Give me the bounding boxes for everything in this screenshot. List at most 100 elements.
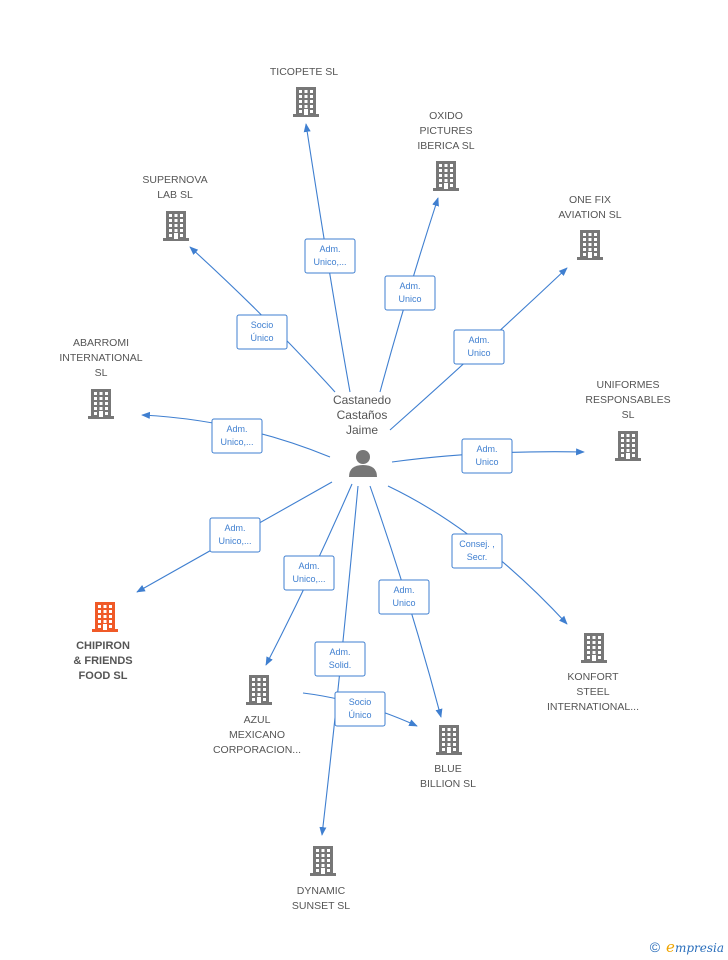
building-icon[interactable] — [310, 846, 336, 876]
company-node-dynamic[interactable]: DYNAMIC SUNSET SL — [292, 846, 350, 912]
company-name-line[interactable]: PICTURES — [419, 125, 472, 137]
building-icon[interactable] — [433, 161, 459, 191]
company-node-konfort[interactable]: KONFORT STEEL INTERNATIONAL... — [547, 633, 639, 713]
edge-label-line: Único — [250, 333, 273, 343]
company-node-ticopete[interactable]: TICOPETE SL — [270, 66, 338, 117]
edge-label-line: Unico — [467, 348, 490, 358]
building-icon[interactable] — [163, 211, 189, 241]
person-icon[interactable] — [349, 450, 377, 477]
company-name-line[interactable]: ONE FIX — [569, 194, 611, 206]
company-node-azul[interactable]: AZUL MEXICANO CORPORACION... — [213, 675, 301, 756]
company-name-line[interactable]: SL — [95, 367, 108, 379]
relation-edge-azul[interactable]: Adm.Unico,... — [265, 483, 353, 666]
company-name-line[interactable]: CHIPIRON — [76, 640, 130, 652]
relation-edge-ticopete[interactable]: Adm.Unico,... — [303, 123, 356, 393]
company-name-line[interactable]: SUPERNOVA — [142, 174, 207, 186]
edge-label-line: Adm. — [298, 561, 319, 571]
company-name-line[interactable]: KONFORT — [567, 671, 619, 683]
edge-label-box[interactable] — [283, 555, 335, 591]
company-node-blue[interactable]: BLUE BILLION SL — [420, 725, 476, 790]
company-node-chipiron[interactable]: CHIPIRON & FRIENDS FOOD SL — [73, 602, 133, 682]
company-node-oxido[interactable]: OXIDO PICTURES IBERICA SL — [417, 110, 475, 191]
company-name-line[interactable]: RESPONSABLES — [585, 394, 670, 406]
person-name-line[interactable]: Castanedo — [333, 393, 391, 407]
company-name-line[interactable]: UNIFORMES — [597, 379, 660, 391]
building-icon[interactable] — [88, 389, 114, 419]
relation-edge-konfort[interactable]: Consej. ,Secr. — [387, 485, 568, 625]
company-node-onefix[interactable]: ONE FIX AVIATION SL — [558, 194, 622, 260]
relation-edge-onefix[interactable]: Adm. Unico — [389, 267, 568, 431]
edge-label-line: Adm. — [224, 523, 245, 533]
company-node-supernova[interactable]: SUPERNOVA LAB SL — [142, 174, 208, 241]
edge-label-line: Adm. — [468, 335, 489, 345]
building-icon[interactable] — [615, 431, 641, 461]
edge-label-line: Unico,... — [313, 257, 346, 267]
edge-label-line: Unico,... — [220, 437, 253, 447]
company-name-line[interactable]: SL — [622, 409, 635, 421]
edge-label-box[interactable] — [211, 418, 263, 454]
edge-label-box[interactable] — [453, 329, 505, 365]
edge-label-line: Unico — [475, 457, 498, 467]
building-icon[interactable] — [577, 230, 603, 260]
copyright-symbol: © — [649, 939, 661, 955]
relation-edge-chipiron[interactable]: Adm. Unico,... — [136, 481, 333, 593]
company-name-line[interactable]: INTERNATIONAL — [59, 352, 142, 364]
company-name-line[interactable]: BILLION SL — [420, 778, 476, 790]
company-name-line[interactable]: FOOD SL — [79, 670, 128, 682]
company-name-line[interactable]: MEXICANO — [229, 729, 285, 741]
company-node-abarromi[interactable]: ABARROMI INTERNATIONAL SL — [59, 337, 143, 419]
edge-label-line: Único — [348, 710, 371, 720]
person-name-line[interactable]: Jaime — [346, 423, 378, 437]
edge-label-line: Adm. — [393, 585, 414, 595]
edge-label-box[interactable] — [304, 238, 356, 274]
company-node-uniformes[interactable]: UNIFORMES RESPONSABLES SL — [585, 379, 671, 461]
building-icon[interactable] — [246, 675, 272, 705]
edge-label-line: Adm. — [226, 424, 247, 434]
edge-label-box[interactable] — [314, 641, 366, 677]
company-name-line[interactable]: ABARROMI — [73, 337, 129, 349]
edge-label-line: Unico,... — [218, 536, 251, 546]
company-name-line[interactable]: IBERICA SL — [417, 140, 474, 152]
edge-label-box[interactable] — [384, 275, 436, 311]
edge-label-line: Adm. — [399, 281, 420, 291]
building-icon[interactable] — [581, 633, 607, 663]
edge-label-line: Secr. — [467, 552, 488, 562]
company-name-line[interactable]: TICOPETE SL — [270, 66, 338, 78]
edge-label-box[interactable] — [451, 533, 503, 569]
edge-label-line: Socio — [251, 320, 274, 330]
company-name-line[interactable]: DYNAMIC — [297, 885, 346, 897]
company-name-line[interactable]: STEEL — [576, 686, 609, 698]
edge-label-box[interactable] — [209, 517, 261, 553]
edge-label-line: Unico — [392, 598, 415, 608]
company-name-line[interactable]: LAB SL — [157, 189, 193, 201]
company-name-line[interactable]: & FRIENDS — [73, 655, 132, 667]
relation-edge-uniformes[interactable]: Adm.Unico — [391, 438, 585, 474]
company-name-line[interactable]: SUNSET SL — [292, 900, 350, 912]
building-icon[interactable] — [436, 725, 462, 755]
edge-label-line: Unico — [398, 294, 421, 304]
company-name-line[interactable]: CORPORACION... — [213, 744, 301, 756]
company-name-line[interactable]: BLUE — [434, 763, 461, 775]
company-name-line[interactable]: AVIATION SL — [558, 209, 621, 221]
building-icon[interactable] — [92, 602, 118, 632]
company-name-line[interactable]: OXIDO — [429, 110, 463, 122]
relation-edge-oxido[interactable]: Adm. Unico — [379, 197, 439, 393]
person-name-line[interactable]: Castaños — [337, 408, 388, 422]
relation-edge-dynamic[interactable]: Adm.Solid. — [314, 485, 366, 836]
edge-label-box[interactable] — [378, 579, 430, 615]
edge-label-box[interactable] — [334, 691, 386, 727]
edge-label-box[interactable] — [461, 438, 513, 474]
company-name-line[interactable]: AZUL — [244, 714, 271, 726]
edge-label-line: Adm. — [329, 647, 350, 657]
brand-logo-initial: e — [666, 938, 675, 956]
company-name-line[interactable]: INTERNATIONAL... — [547, 701, 639, 713]
brand-logo-text: mpresia — [674, 941, 724, 955]
edge-label-box[interactable] — [236, 314, 288, 350]
footer-credit: © empresia — [650, 938, 724, 956]
building-icon[interactable] — [293, 87, 319, 117]
relation-edge-abarromi[interactable]: Adm. Unico,... — [141, 411, 331, 458]
relation-edge-blue[interactable]: Adm. Unico — [369, 485, 443, 718]
